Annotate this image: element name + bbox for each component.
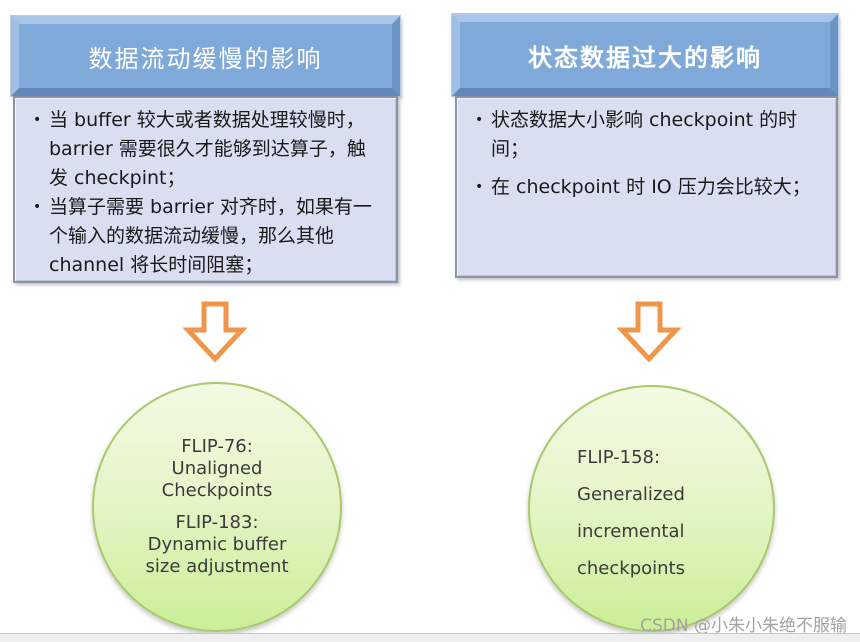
left-header-box: 数据流动缓慢的影响 bbox=[11, 16, 400, 96]
list-item: 当算子需要 barrier 对齐时，如果有一个输入的数据流动缓慢，那么其他 ch… bbox=[29, 193, 384, 280]
down-arrow-icon bbox=[616, 300, 682, 364]
csdn-watermark: CSDN @小朱小朱绝不服输 bbox=[640, 616, 847, 636]
left-flip-circle: FLIP-76: Unaligned Checkpoints FLIP-183:… bbox=[92, 382, 342, 632]
bullet-text: 在 checkpoint 时 IO 压力会比较大； bbox=[491, 176, 811, 198]
bullet-text: 状态数据大小影响 checkpoint 的时间； bbox=[491, 109, 798, 160]
circle-text-line: FLIP-76: bbox=[181, 436, 253, 457]
left-panel-title: 数据流动缓慢的影响 bbox=[88, 44, 323, 73]
list-item: 状态数据大小影响 checkpoint 的时间； bbox=[471, 106, 824, 164]
bullet-text: 当 buffer 较大或者数据处理较慢时，barrier 需要很久才能够到达算子… bbox=[49, 109, 366, 189]
circle-text-line: incremental bbox=[577, 521, 685, 542]
list-item: 当 buffer 较大或者数据处理较慢时，barrier 需要很久才能够到达算子… bbox=[29, 106, 384, 193]
list-item: 在 checkpoint 时 IO 压力会比较大； bbox=[471, 173, 824, 202]
circle-text-line: Dynamic buffer bbox=[147, 534, 287, 555]
right-header-box: 状态数据过大的影响 bbox=[452, 14, 838, 96]
circle-text-line: Generalized bbox=[577, 484, 685, 505]
bullet-text: 当算子需要 barrier 对齐时，如果有一个输入的数据流动缓慢，那么其他 ch… bbox=[49, 196, 372, 276]
circle-text-line: FLIP-158: bbox=[577, 447, 661, 468]
circle-text-line: Checkpoints bbox=[161, 480, 273, 501]
right-panel-title: 状态数据过大的影响 bbox=[528, 43, 762, 72]
right-flip-circle: FLIP-158: Generalized incremental checkp… bbox=[528, 385, 775, 632]
down-arrow-icon bbox=[182, 300, 248, 364]
circle-text-line: FLIP-183: bbox=[175, 512, 259, 533]
circle-text-line: Unaligned bbox=[171, 458, 263, 479]
circle-text-line: size adjustment bbox=[145, 556, 289, 577]
page-bottom-edge bbox=[0, 633, 860, 642]
circle-text-line: checkpoints bbox=[577, 558, 685, 579]
right-body-box: 状态数据大小影响 checkpoint 的时间； 在 checkpoint 时 … bbox=[455, 96, 838, 278]
left-body-box: 当 buffer 较大或者数据处理较慢时，barrier 需要很久才能够到达算子… bbox=[13, 96, 398, 283]
